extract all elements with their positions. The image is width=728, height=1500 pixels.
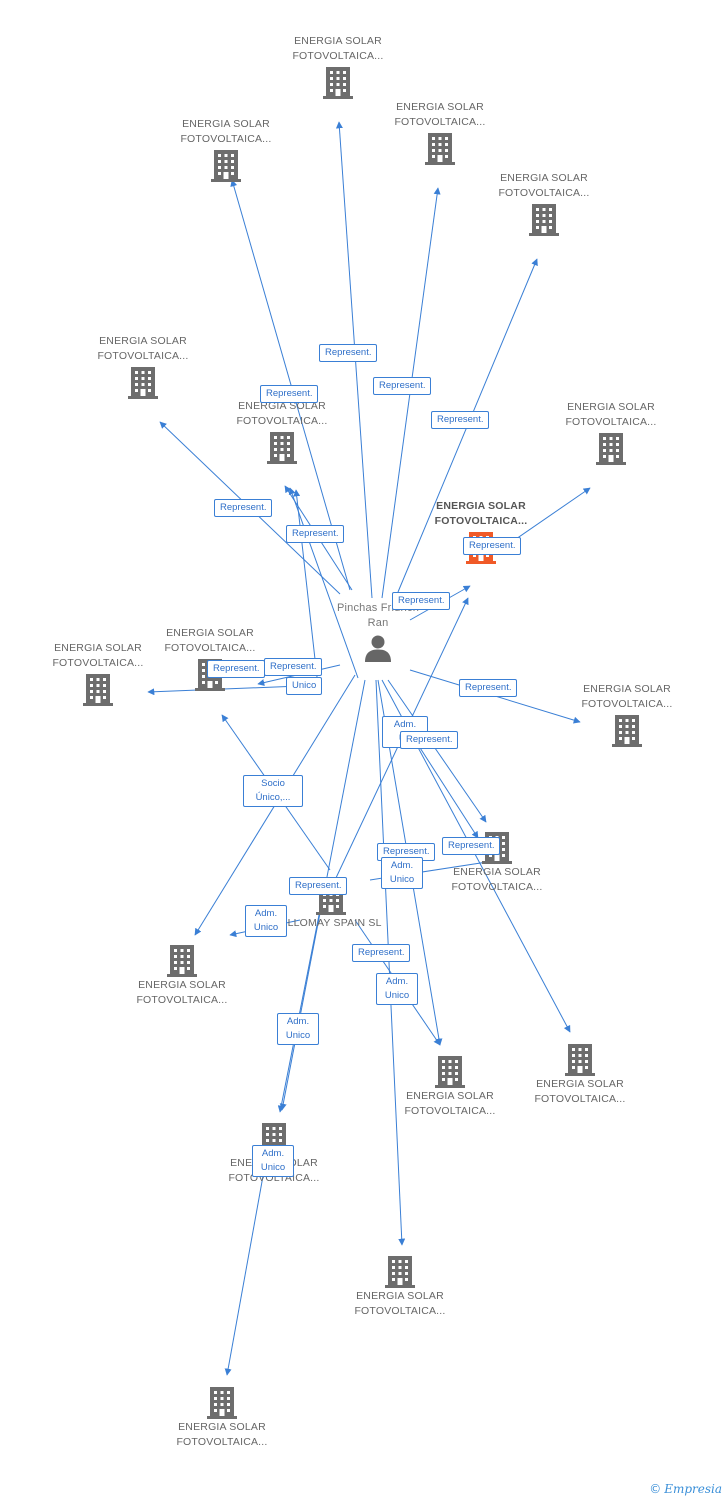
- focus-company-name: ENERGIA SOLAR FOTOVOLTAICA...: [434, 500, 528, 527]
- company-node[interactable]: ENERGIA SOLAR FOTOVOLTAICA...: [162, 1384, 282, 1450]
- edge-label-represent[interactable]: Represent.: [431, 411, 490, 429]
- company-name: ENERGIA SOLAR FOTOVOLTAICA...: [164, 627, 256, 654]
- building-icon: [596, 433, 626, 465]
- company-name: ENERGIA SOLAR FOTOVOLTAICA...: [404, 1090, 496, 1117]
- edge-label-represent[interactable]: Represent.: [373, 377, 432, 395]
- building-icon: [565, 1044, 595, 1076]
- relationship-edge: [387, 679, 487, 823]
- edge-label-represent[interactable]: Represent.: [264, 658, 323, 676]
- person-node[interactable]: Pinchas Fridrich Ran: [333, 601, 423, 663]
- relationship-edge: [414, 739, 479, 839]
- company-name: ENERGIA SOLAR FOTOVOLTAICA...: [52, 642, 144, 669]
- edge-label-adm-unico[interactable]: Adm. Unico: [245, 905, 287, 937]
- edge-label-represent[interactable]: Represent.: [459, 679, 518, 697]
- edge-label-adm-unico[interactable]: Adm. Unico: [252, 1145, 294, 1177]
- company-node[interactable]: ENERGIA SOLAR FOTOVOLTAICA...: [122, 942, 242, 1008]
- edge-label-unico[interactable]: Unico: [286, 677, 323, 695]
- brand-footer[interactable]: ©Empresia: [649, 1482, 722, 1496]
- company-name: ENERGIA SOLAR FOTOVOLTAICA...: [565, 401, 657, 428]
- company-name: ENERGIA SOLAR FOTOVOLTAICA...: [180, 118, 272, 145]
- copyright-icon: ©: [649, 1482, 662, 1496]
- relationship-edge: [288, 487, 359, 679]
- edge-label-represent[interactable]: Represent.: [260, 385, 319, 403]
- edge-label-represent[interactable]: Represent.: [352, 944, 411, 962]
- building-icon: [167, 945, 197, 977]
- relationship-edge: [277, 909, 321, 1113]
- ellomay-name: ELLOMAY SPAIN SL: [280, 917, 382, 929]
- edge-label-socio-unico[interactable]: Socio Único,...: [243, 775, 303, 807]
- edge-label-adm-unico[interactable]: Adm. Unico: [376, 973, 418, 1005]
- company-node[interactable]: ENERGIA SOLAR FOTOVOLTAICA...: [38, 641, 158, 707]
- company-name: ENERGIA SOLAR FOTOVOLTAICA...: [451, 866, 543, 893]
- company-node[interactable]: ENERGIA SOLAR FOTOVOLTAICA...: [83, 334, 203, 400]
- building-icon: [425, 133, 455, 165]
- edge-label-represent[interactable]: Represent.: [392, 592, 451, 610]
- company-name: ENERGIA SOLAR FOTOVOLTAICA...: [97, 335, 189, 362]
- company-name: ENERGIA SOLAR FOTOVOLTAICA...: [236, 400, 328, 427]
- building-icon: [385, 1256, 415, 1288]
- building-icon: [128, 367, 158, 399]
- building-icon: [529, 204, 559, 236]
- building-icon: [211, 150, 241, 182]
- edge-label-adm-unico[interactable]: Adm. Unico: [277, 1013, 319, 1045]
- relationship-edge: [375, 679, 406, 1246]
- edge-label-represent[interactable]: Represent.: [214, 499, 273, 517]
- edge-label-represent[interactable]: Represent.: [442, 837, 501, 855]
- person-icon: [365, 635, 391, 662]
- company-node[interactable]: ENERGIA SOLAR FOTOVOLTAICA...: [437, 829, 557, 895]
- company-name: ENERGIA SOLAR FOTOVOLTAICA...: [394, 101, 486, 128]
- company-node[interactable]: ENERGIA SOLAR FOTOVOLTAICA...: [484, 171, 604, 237]
- ellomay-node[interactable]: ELLOMAY SPAIN SL: [271, 880, 391, 931]
- focus-company-node[interactable]: ENERGIA SOLAR FOTOVOLTAICA...: [421, 499, 541, 565]
- edge-label-represent[interactable]: Represent.: [286, 525, 345, 543]
- company-name: ENERGIA SOLAR FOTOVOLTAICA...: [136, 979, 228, 1006]
- building-icon: [83, 674, 113, 706]
- company-node[interactable]: ENERGIA SOLAR FOTOVOLTAICA...: [520, 1041, 640, 1107]
- relationship-edge: [224, 1164, 266, 1376]
- edge-label-adm-unico[interactable]: Adm. Unico: [381, 857, 423, 889]
- building-icon: [612, 715, 642, 747]
- company-name: ENERGIA SOLAR FOTOVOLTAICA...: [176, 1421, 268, 1448]
- building-icon: [207, 1387, 237, 1419]
- company-node[interactable]: ENERGIA SOLAR FOTOVOLTAICA...: [222, 399, 342, 465]
- relationship-edge: [293, 489, 319, 687]
- edge-label-represent[interactable]: Represent.: [289, 877, 348, 895]
- company-node[interactable]: ENERGIA SOLAR FOTOVOLTAICA...: [390, 1053, 510, 1119]
- company-node[interactable]: ENERGIA SOLAR FOTOVOLTAICA...: [551, 400, 671, 466]
- company-node[interactable]: ENERGIA SOLAR FOTOVOLTAICA...: [567, 682, 687, 748]
- company-name: ENERGIA SOLAR FOTOVOLTAICA...: [581, 683, 673, 710]
- building-icon: [323, 67, 353, 99]
- company-node[interactable]: ENERGIA SOLAR FOTOVOLTAICA...: [166, 117, 286, 183]
- company-name: ENERGIA SOLAR FOTOVOLTAICA...: [292, 35, 384, 62]
- company-node[interactable]: ENERGIA SOLAR FOTOVOLTAICA...: [380, 100, 500, 166]
- edge-label-represent[interactable]: Represent.: [319, 344, 378, 362]
- building-icon: [267, 432, 297, 464]
- edge-label-represent[interactable]: Represent.: [207, 660, 266, 678]
- brand-name: Empresia: [664, 1482, 722, 1496]
- company-node[interactable]: ENERGIA SOLAR FOTOVOLTAICA...: [340, 1253, 460, 1319]
- building-icon: [435, 1056, 465, 1088]
- company-name: ENERGIA SOLAR FOTOVOLTAICA...: [534, 1078, 626, 1105]
- company-name: ENERGIA SOLAR FOTOVOLTAICA...: [354, 1290, 446, 1317]
- company-node[interactable]: ENERGIA SOLAR FOTOVOLTAICA...: [278, 34, 398, 100]
- company-node[interactable]: ENERGIA SOLAR FOTOVOLTAICA...: [150, 626, 270, 692]
- edge-label-represent[interactable]: Represent.: [400, 731, 459, 749]
- company-name: ENERGIA SOLAR FOTOVOLTAICA...: [498, 172, 590, 199]
- edge-label-represent[interactable]: Represent.: [463, 537, 522, 555]
